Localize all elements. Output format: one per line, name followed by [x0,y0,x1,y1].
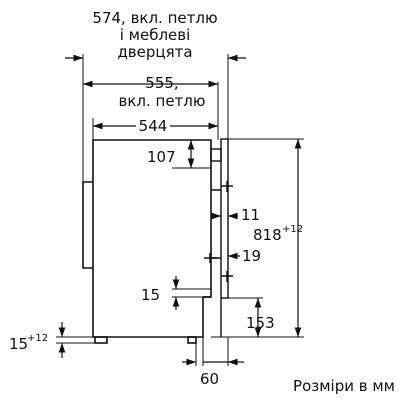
appliance-outline [82,139,212,344]
dimension-lines [58,54,302,366]
label-544: 544 [139,117,168,135]
label-11: 11 [241,206,260,224]
label-818-sup: +12 [282,224,303,235]
label-60: 60 [200,370,219,388]
label-574-line2: і меблеві [120,26,191,44]
label-107: 107 [147,148,176,166]
label-555-line1: 555, [145,74,178,92]
label-foot: 15 [9,335,28,353]
label-555-line2: вкл. петлю [118,92,205,110]
dimension-labels: 574, вкл. петлю і меблеві дверцята 555, … [9,9,395,395]
label-544-bg [136,117,170,133]
label-foot-sup: +12 [27,333,48,344]
label-15: 15 [141,286,160,304]
label-153: 153 [246,314,275,332]
caption-units: Розміри в мм [293,377,395,395]
label-19: 19 [242,247,261,265]
label-574-line1: 574, вкл. петлю [92,9,217,27]
label-818: 818 [253,226,282,244]
label-574-line3: дверцята [117,43,192,61]
door-panel [204,138,233,337]
